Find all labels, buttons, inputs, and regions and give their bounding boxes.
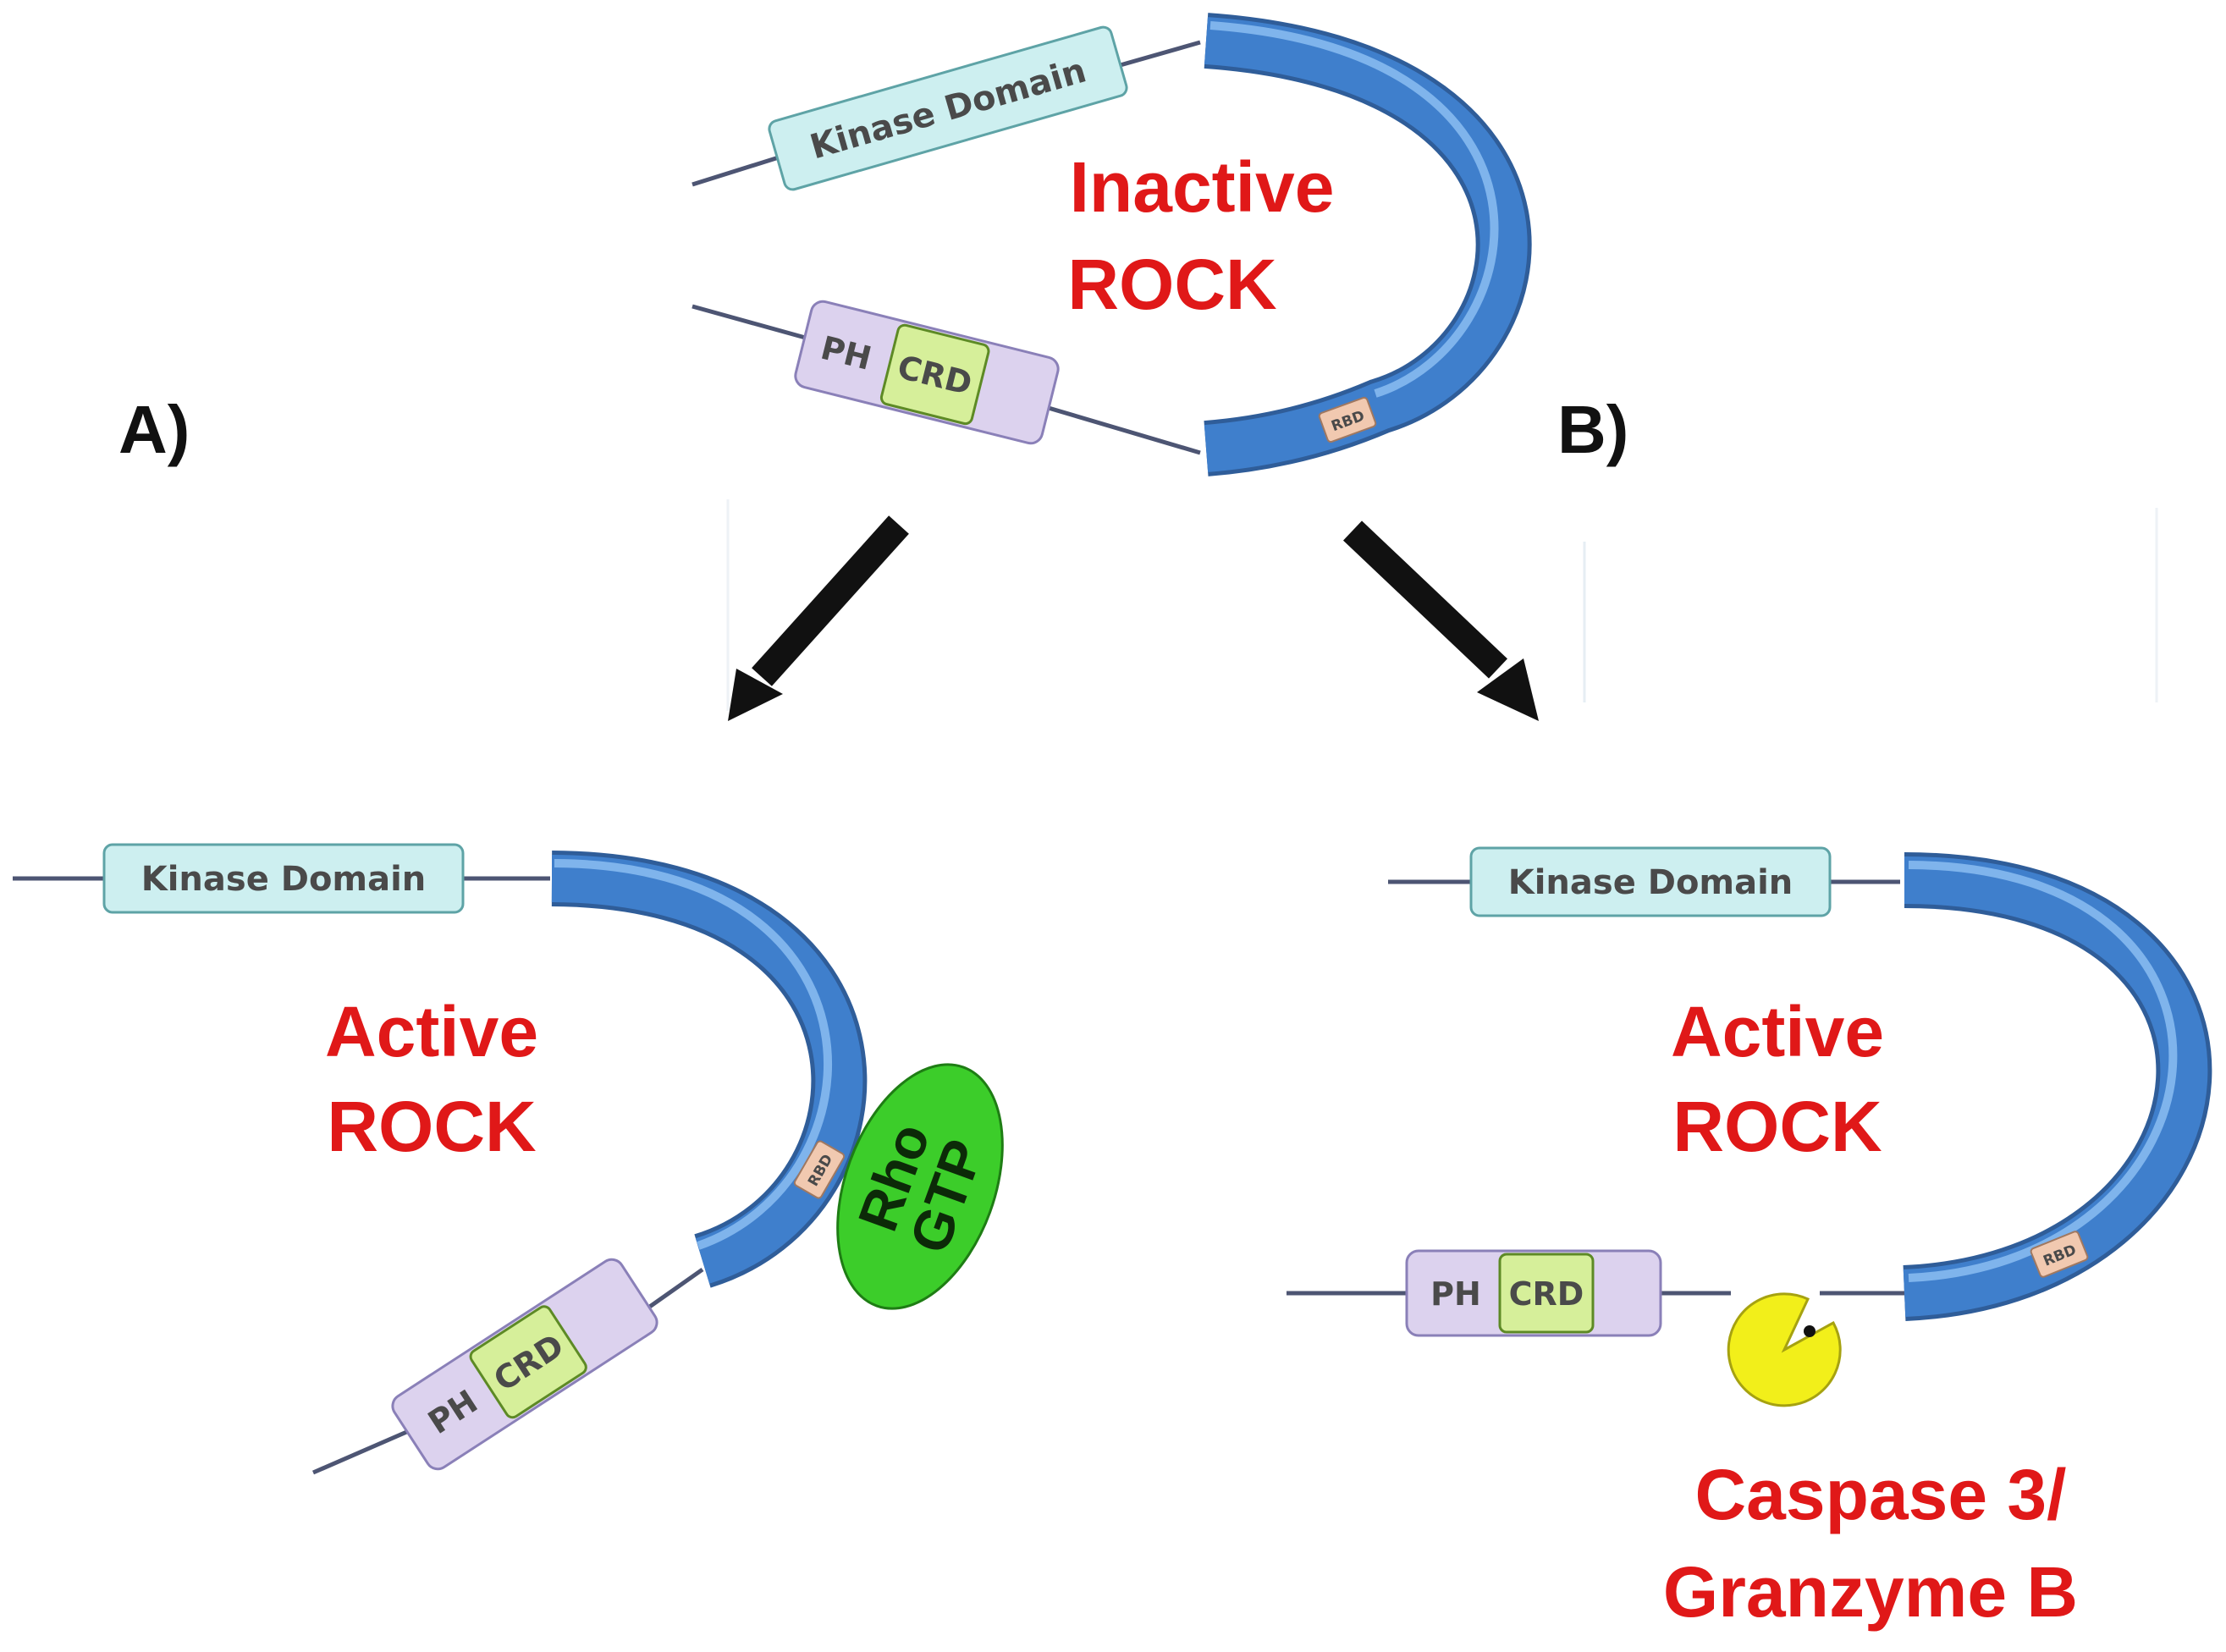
linker-ph-coil [1042,404,1201,455]
caspase-label-line2: Granzyme B [1663,1552,2078,1632]
rho-gtp: Rho GTP [836,1063,1004,1310]
ph-crd-domain-b: PH CRD [1405,1249,1662,1337]
rbd-domain-inactive: RBD [1318,396,1377,443]
protease-pacman-icon [1727,1292,1842,1407]
arrow-to-panel-a [728,515,909,721]
linker-c-terminal [691,304,809,341]
active-rock-a-line2: ROCK [327,1087,536,1166]
coiled-coil [1204,17,1528,472]
kinase-domain-a: Kinase Domain [102,843,465,914]
ph-crd-domain-a: PH CRD [391,1258,658,1471]
inactive-rock-title-line2: ROCK [1067,245,1276,324]
linker-kinase-coil [1116,40,1201,69]
kinase-domain-b: Kinase Domain [1469,846,1832,917]
active-rock-panel-b: RBD Kinase Domain PH CRD [1287,846,2212,1407]
panel-b-label: B) [1557,392,1628,467]
ph-label-b: PH [1430,1275,1481,1313]
active-rock-panel-a: RBD Rho GTP Kinase Domain PH CRD [13,843,1004,1475]
active-rock-b-line2: ROCK [1672,1087,1882,1166]
linker-a-c-terminal [312,1428,411,1475]
coiled-coil-a-highlight [554,859,833,1250]
kinase-label-b: Kinase Domain [1508,863,1793,902]
active-rock-a-line1: Active [325,992,538,1071]
rbd-domain-b: RBD [2030,1231,2089,1278]
inactive-rock-title-line1: Inactive [1070,147,1335,227]
linker-n-terminal [691,155,780,187]
crd-label-b: CRD [1509,1275,1584,1313]
coiled-coil-highlight [1209,21,1499,398]
ph-crd-domain-inactive: PH CRD [794,300,1060,445]
coiled-coil-a [551,855,863,1284]
arrow-to-panel-b [1342,520,1539,721]
panel-a-label: A) [118,392,190,467]
inactive-rock-structure: RBD Kinase Domain PH CRD [691,13,1532,476]
active-rock-b-line1: Active [1671,992,1884,1071]
caspase-label-line1: Caspase 3/ [1695,1455,2067,1534]
kinase-label-a: Kinase Domain [141,860,427,899]
